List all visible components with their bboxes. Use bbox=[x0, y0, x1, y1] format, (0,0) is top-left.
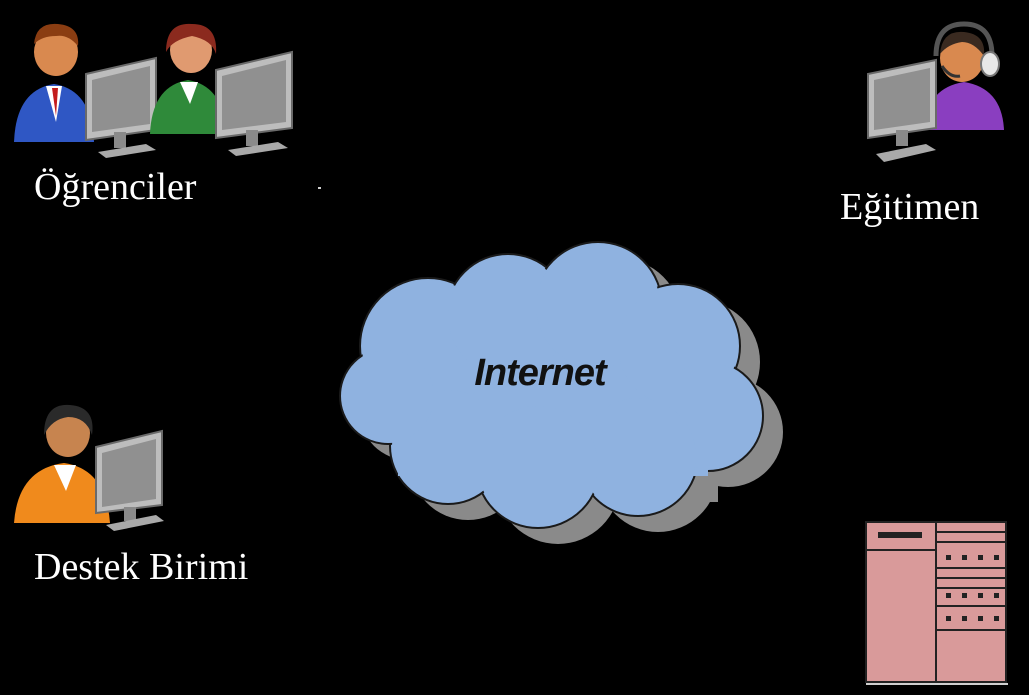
internet-cloud: Internet bbox=[330, 240, 795, 545]
support-label: Destek Birimi bbox=[34, 546, 249, 588]
user-at-computer-icon bbox=[14, 404, 164, 531]
two-users-at-computers-icon bbox=[14, 23, 293, 158]
instructor-label: Eğitimen bbox=[840, 186, 980, 228]
server-figure bbox=[862, 520, 1012, 690]
server-rack-icon bbox=[865, 521, 1008, 685]
headset-user-at-computer-icon bbox=[867, 21, 1004, 162]
support-figure bbox=[10, 395, 170, 535]
internet-label: Internet bbox=[474, 352, 606, 394]
students-figure bbox=[6, 12, 296, 162]
students-label: Öğrenciler bbox=[34, 166, 197, 208]
cloud-icon bbox=[339, 241, 783, 544]
instructor-figure bbox=[860, 20, 1020, 170]
artifact-dot bbox=[318, 187, 321, 189]
